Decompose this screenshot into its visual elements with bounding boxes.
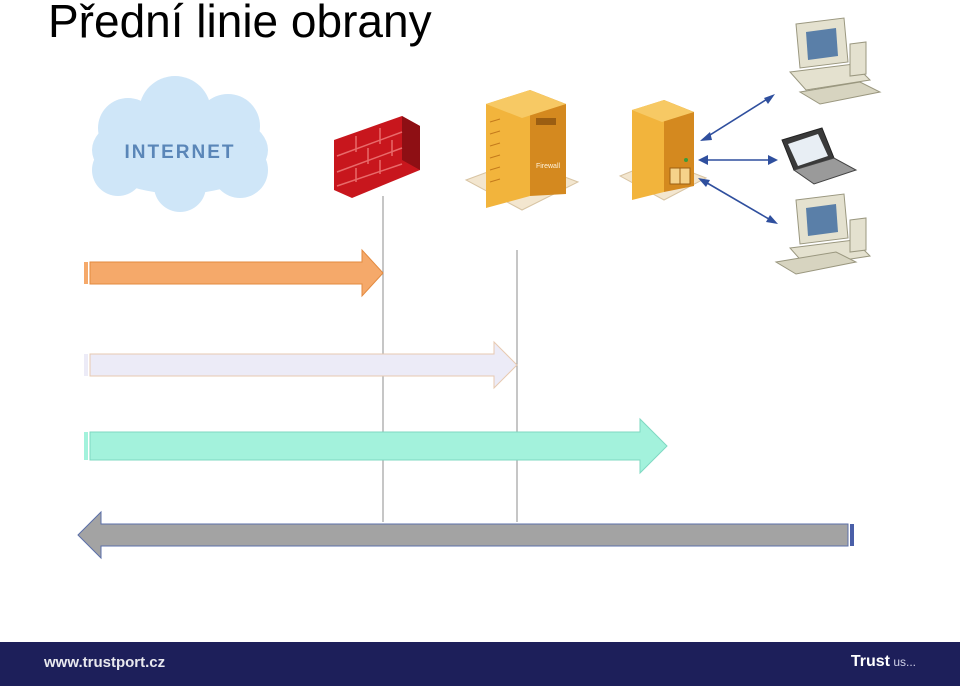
network-diagram: INTERNET Firewall — [77, 17, 882, 560]
server-icon: Firewall — [464, 90, 580, 211]
footer-bar: www.trustport.cz Trust us... — [0, 642, 960, 686]
network-links — [698, 94, 778, 224]
traffic-arrow-orange — [84, 248, 384, 298]
slide-title: Přední linie obrany — [48, 0, 432, 47]
firewall-icon — [334, 116, 420, 198]
traffic-arrow-lavender — [84, 340, 518, 390]
footer-logo-suffix: us... — [889, 655, 916, 669]
footer-logo-main: Trust — [850, 653, 890, 670]
desktop-computer-icon — [774, 193, 872, 275]
desktop-computer-icon — [788, 17, 882, 105]
traffic-arrow-grey — [77, 510, 854, 560]
laptop-icon — [781, 127, 858, 185]
footer-url: www.trustport.cz — [44, 654, 166, 671]
gateway-server-icon — [618, 100, 708, 201]
footer-logo: Trust us... — [851, 653, 916, 671]
internet-label: INTERNET — [125, 142, 236, 163]
svg-text:Firewall: Firewall — [536, 163, 561, 170]
internet-cloud-icon: INTERNET — [92, 76, 268, 212]
traffic-arrow-mint — [84, 417, 668, 475]
